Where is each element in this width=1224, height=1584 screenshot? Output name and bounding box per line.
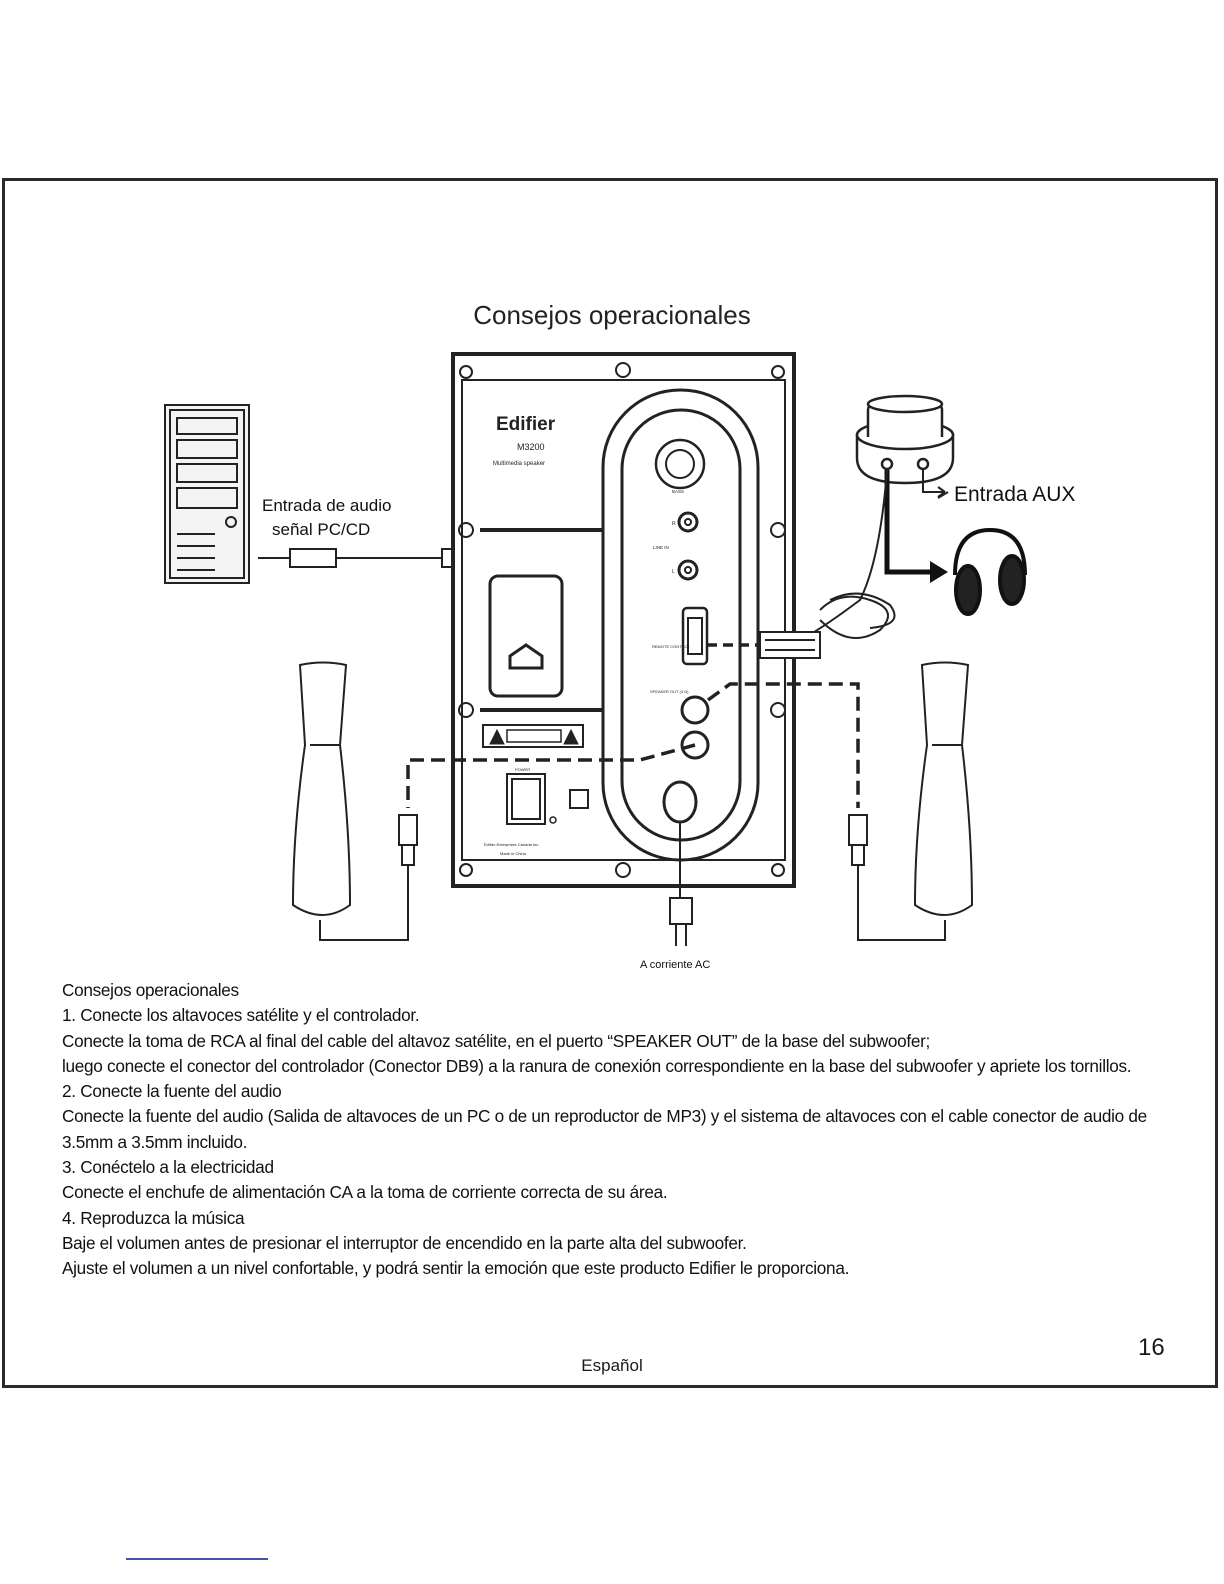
headphones-icon [953, 527, 1027, 616]
audio-input-label-line2: señal PC/CD [272, 520, 371, 539]
bass-label: BASS [672, 489, 684, 494]
page-title: Consejos operacionales [473, 300, 751, 330]
instruction-step-3-title: 3. Conéctelo a la electricidad [62, 1157, 274, 1178]
left-satellite-speaker-icon [291, 661, 418, 941]
instruction-step-4-text-a: Baje el volumen antes de presionar el in… [62, 1232, 747, 1253]
instruction-step-1-text-a: Conecte la toma de RCA al final del cabl… [62, 1030, 931, 1051]
ac-plug-icon [669, 822, 693, 946]
instruction-step-1-title: 1. Conecte los altavoces satélite y el c… [62, 1005, 420, 1026]
instruction-step-4-text-b: Ajuste el volumen a un nivel confortable… [62, 1258, 850, 1279]
line-in-l-label: L [672, 569, 675, 575]
model-sub-label: Multimedia speaker [493, 461, 545, 467]
made-in-label: Made in China [500, 851, 527, 856]
footer-language: Español [581, 1356, 643, 1375]
instruction-step-1-text-b: luego conecte el conector del controlado… [62, 1055, 1132, 1076]
instructions-text: Consejos operacionales 1. Conecte los al… [62, 978, 1172, 1282]
aux-input-label: Entrada AUX [954, 483, 1076, 506]
instruction-step-3-text: Conecte el enchufe de alimentación CA a … [62, 1182, 668, 1203]
controller-cable [707, 469, 896, 659]
page-frame [2, 178, 1218, 1388]
company-label: Edifier Enterprises Canada Inc. [484, 842, 539, 847]
bottom-rule [126, 1558, 268, 1560]
wired-controller-icon [855, 394, 955, 485]
right-satellite-speaker-icon [848, 661, 974, 941]
power-label: POWER [515, 767, 530, 772]
model-label: M3200 [517, 442, 545, 452]
brand-logo: Edifier [496, 414, 556, 435]
pc-tower-icon [164, 404, 250, 584]
instruction-step-2-text: Conecte la fuente del audio (Salida de a… [62, 1106, 1147, 1152]
speaker-out-label: SPEAKER OUT (4 Ω) [650, 689, 689, 694]
remote-control-label: REMOTE CONTROL [652, 644, 691, 649]
line-in-r-label: R [672, 521, 676, 527]
ac-power-label: A corriente AC [640, 959, 711, 971]
subwoofer-panel [451, 352, 796, 888]
speaker-cables [406, 682, 860, 808]
page-number: 16 [1138, 1334, 1165, 1361]
instruction-step-2-title: 2. Conecte la fuente del audio [62, 1081, 282, 1102]
audio-input-label-line1: Entrada de audio [262, 496, 392, 515]
line-in-label: LINE IN [653, 545, 669, 550]
instruction-step-4-title: 4. Reproduzca la música [62, 1207, 245, 1228]
instructions-heading: Consejos operacionales [62, 980, 239, 1000]
